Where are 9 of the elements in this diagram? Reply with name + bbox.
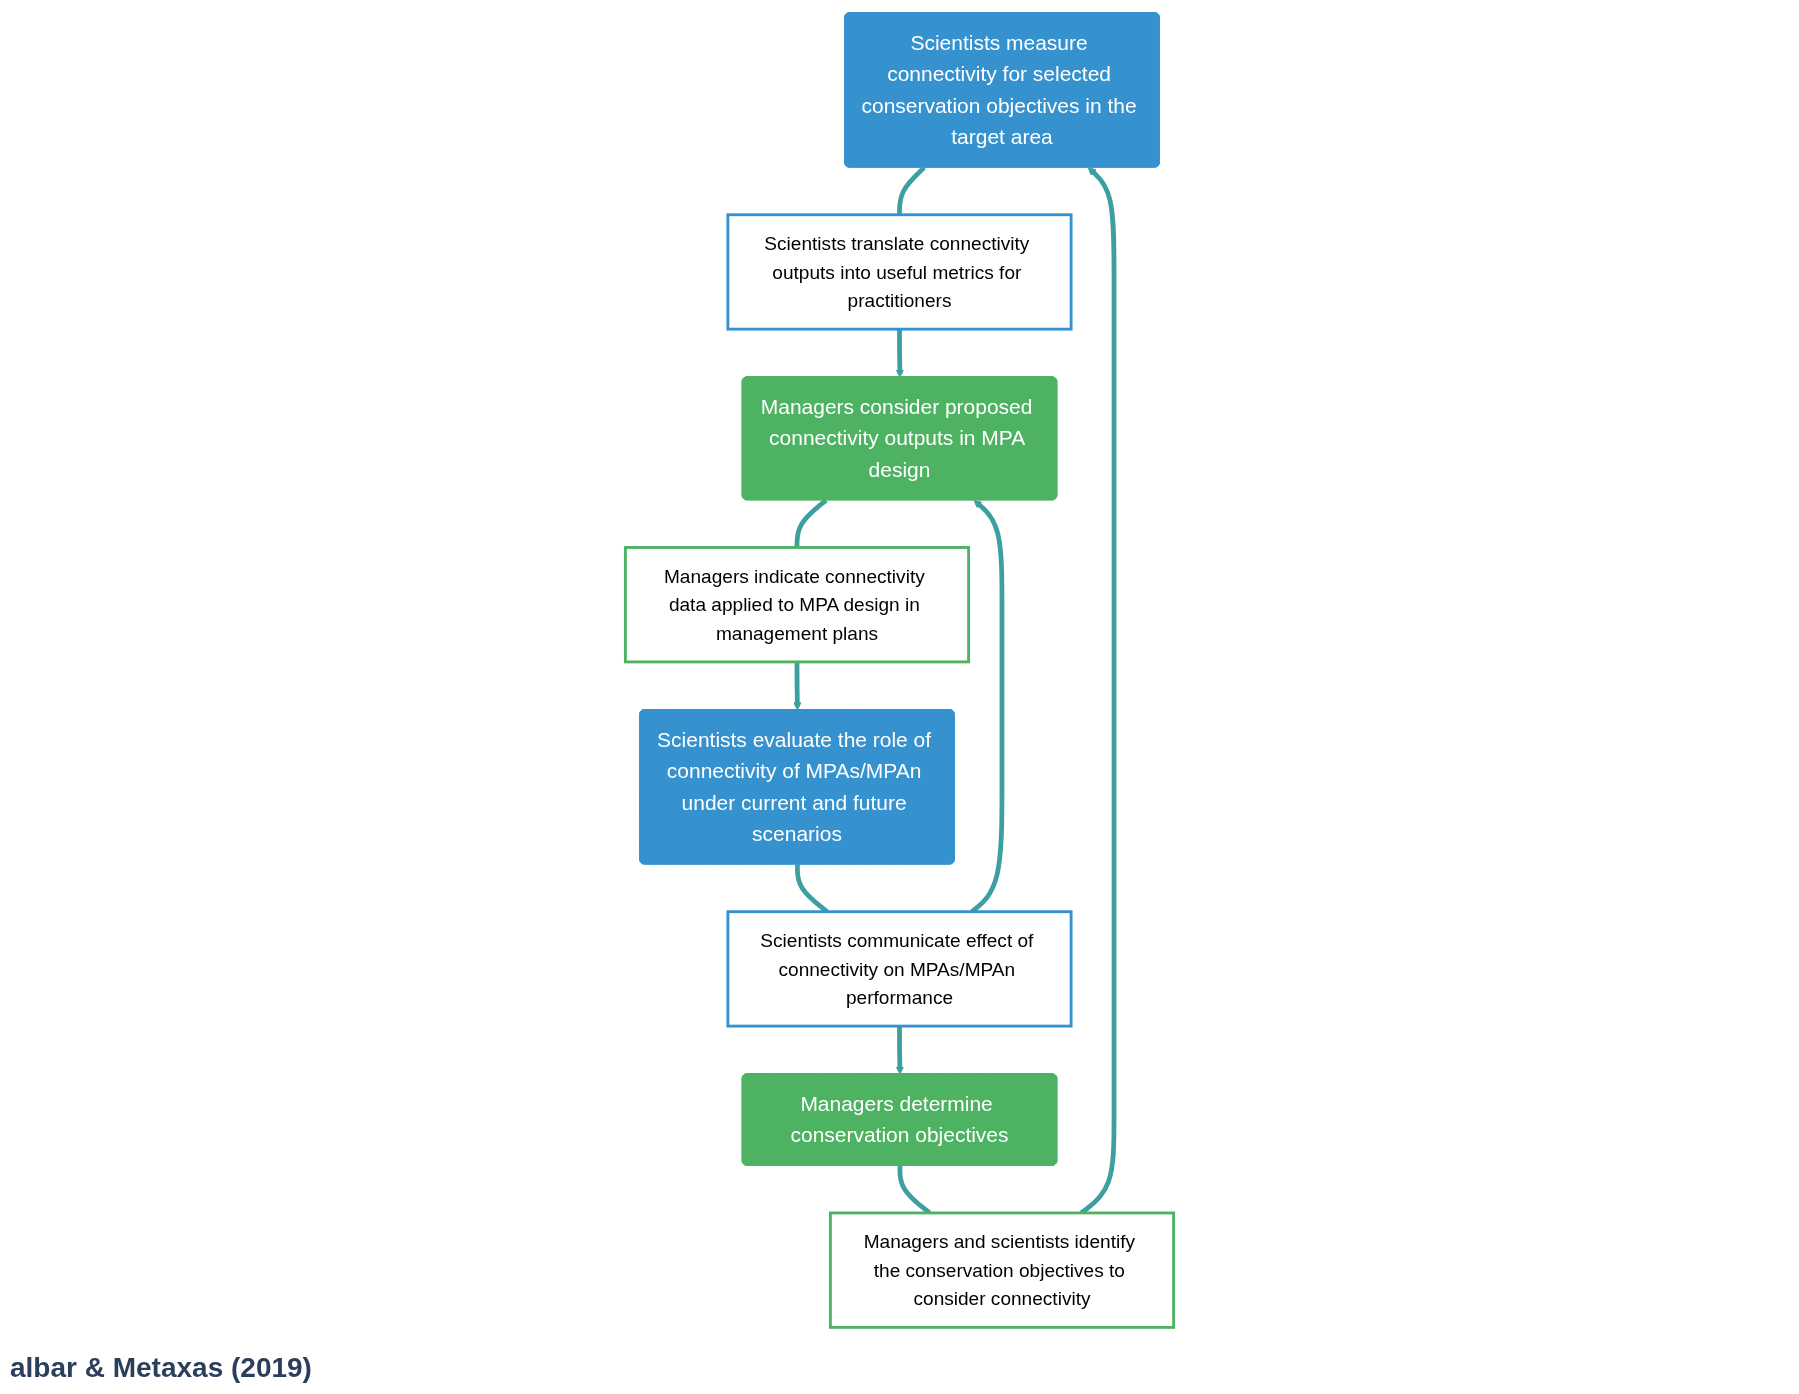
arrow	[895, 1026, 904, 1075]
node-box: Managers indicate connectivity data applied to MPA design in management plans	[623, 546, 971, 664]
node-box: Scientists translate connectivity outputs into useful metrics for practitioners	[726, 213, 1073, 331]
citation-caption: albar & Metaxas (2019)	[10, 1352, 312, 1384]
connector	[794, 498, 828, 548]
node-box: Scientists communicate effect of connectivity on MPAs/MPAn performance	[726, 910, 1073, 1028]
arrow	[895, 329, 904, 378]
node-box: Managers and scientists identify the conservation objectives to consider connectivity	[828, 1211, 1176, 1329]
arrow	[793, 661, 802, 711]
